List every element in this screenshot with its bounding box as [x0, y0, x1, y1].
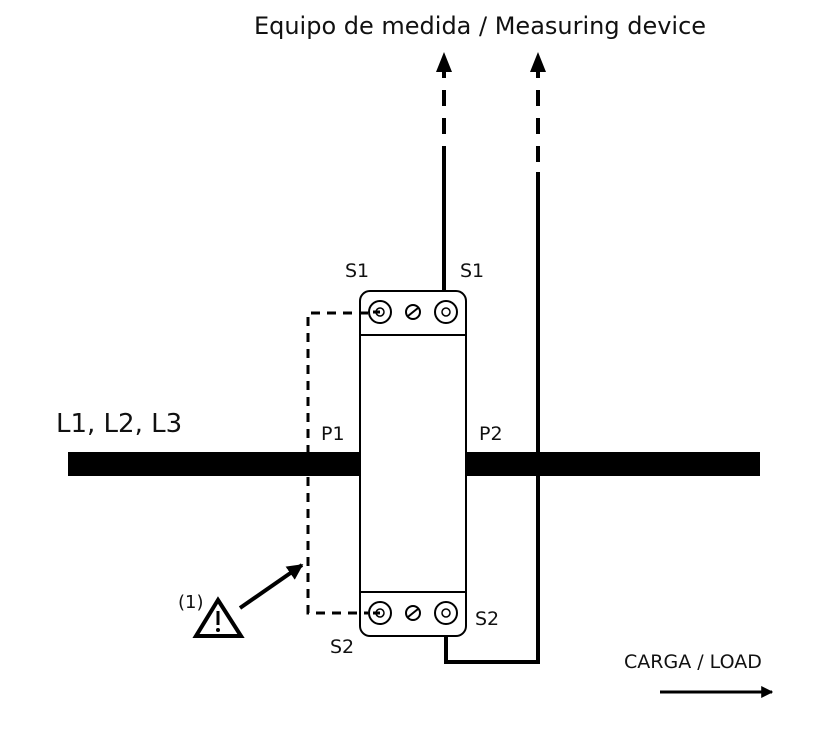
terminal-label-s1-left: S1	[345, 260, 369, 282]
terminal-label-s2-right: S2	[475, 608, 499, 630]
load-label: CARGA / LOAD	[624, 651, 762, 673]
screw-icon	[405, 605, 421, 621]
terminal-s2-left	[368, 601, 392, 625]
primary-label-p2: P2	[479, 423, 503, 445]
warning-triangle-icon	[192, 596, 245, 638]
primary-label-p1: P1	[321, 423, 345, 445]
bus-bar-left	[68, 452, 360, 476]
screw-icon	[405, 304, 421, 320]
warning-note-label: (1)	[178, 592, 204, 613]
warning-arrow	[238, 563, 304, 610]
terminal-s1-right	[434, 300, 458, 324]
short-circuit-link	[306, 311, 368, 615]
measuring-arrow-left	[436, 52, 452, 78]
bus-bar-right	[466, 452, 760, 476]
s2-lead	[444, 172, 540, 664]
current-transformer	[359, 290, 467, 637]
diagram-title: Equipo de medida / Measuring device	[254, 12, 706, 40]
terminal-label-s2-left: S2	[330, 636, 354, 658]
lines-label: L1, L2, L3	[56, 409, 182, 439]
terminal-s1-left	[368, 300, 392, 324]
measuring-arrow-right	[530, 52, 546, 78]
terminal-s2-right	[434, 601, 458, 625]
terminal-label-s1-right: S1	[460, 260, 484, 282]
